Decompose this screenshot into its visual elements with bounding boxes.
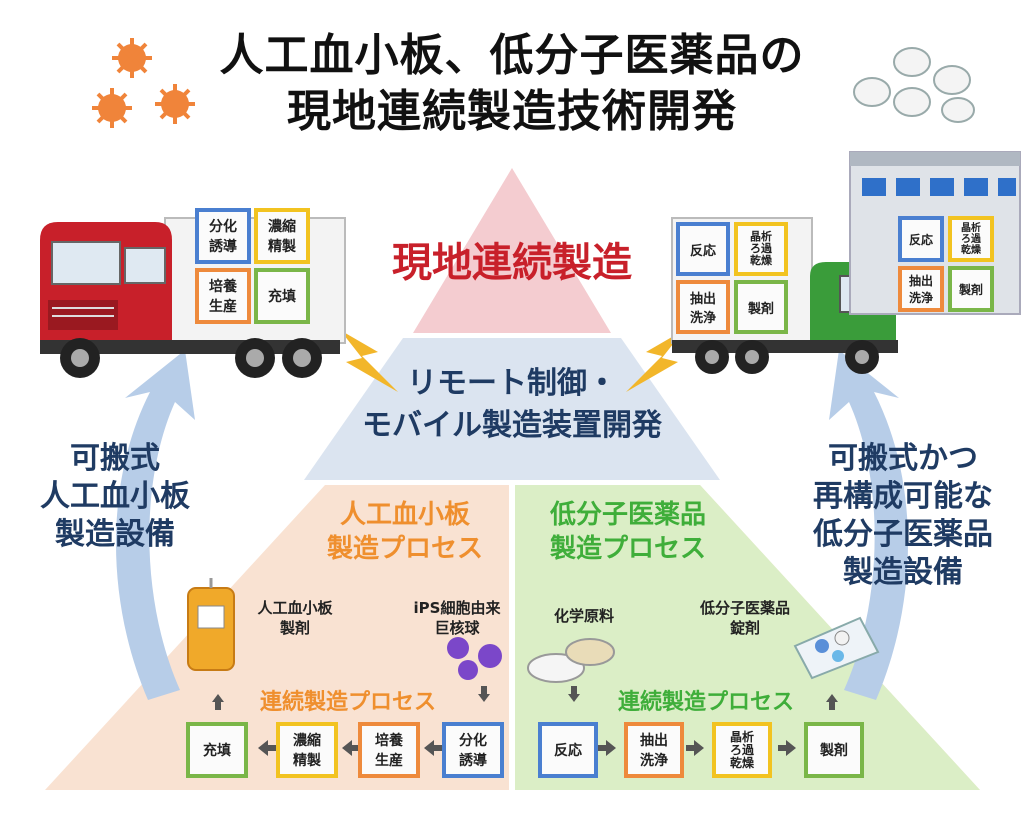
truck-cube-filling: 充填 — [254, 268, 310, 324]
step-cube-crystallization: 晶析ろ過乾燥 — [712, 722, 772, 778]
title-line-2: 現地連続製造技術開発 — [287, 86, 737, 137]
factory-cube-reaction: 反応 — [898, 216, 944, 262]
product-label-tablet: 低分子医薬品 錠剤 — [699, 599, 790, 637]
tablet-dish-icon — [793, 616, 880, 680]
step-cube-culture: 培養生産 — [358, 722, 420, 778]
powder-icon — [527, 638, 615, 683]
truck-cube-extraction: 抽出洗浄 — [676, 280, 730, 334]
factory-cube-extraction: 抽出洗浄 — [898, 266, 944, 312]
left-up-arrow — [115, 350, 195, 700]
truck-cube-formulation: 製剤 — [734, 280, 788, 334]
truck-cube-reaction: 反応 — [676, 222, 730, 276]
truck-cube-culture: 培養生産 — [195, 268, 251, 324]
source-label-ips: iPS細胞由来 巨核球 — [413, 599, 501, 637]
truck-cube-differentiation: 分化誘導 — [195, 208, 251, 264]
step-cube-filling: 充填 — [186, 722, 248, 778]
left-lightning-icon — [340, 330, 398, 392]
step-cube-formulation: 製剤 — [804, 722, 864, 778]
pyramid-middle-line-1: リモート制御・ — [407, 366, 617, 401]
left-continuous-label: 連続製造プロセス — [259, 690, 436, 715]
factory-cube-formulation: 製剤 — [948, 266, 994, 312]
left-process-title: 人工血小板 製造プロセス — [326, 500, 483, 564]
factory-cube-crystallization: 晶析ろ過乾燥 — [948, 216, 994, 262]
source-label-chemical: 化学原料 — [553, 607, 614, 625]
pyramid-top-label: 現地連続製造 — [392, 240, 632, 286]
truck-cube-crystallization: 晶析ろ過乾燥 — [734, 222, 788, 276]
step-cube-concentration: 濃縮精製 — [276, 722, 338, 778]
step-cube-extraction: 抽出洗浄 — [624, 722, 684, 778]
step-cube-differentiation: 分化誘導 — [442, 722, 504, 778]
right-process-title: 低分子医薬品 製造プロセス — [549, 500, 706, 564]
pyramid-middle — [304, 338, 720, 480]
truck-cube-concentration: 濃縮精製 — [254, 208, 310, 264]
pyramid-bottom-right — [512, 485, 980, 790]
right-continuous-label: 連続製造プロセス — [617, 690, 794, 715]
step-cube-reaction: 反応 — [538, 722, 598, 778]
product-label-platelet: 人工血小板 製剤 — [257, 599, 333, 637]
tablet-icon — [853, 47, 975, 123]
pyramid-top — [413, 168, 611, 333]
right-side-label: 可搬式かつ 再構成可能な 低分子医薬品 製造設備 — [813, 441, 993, 590]
right-lightning-icon — [626, 330, 684, 392]
title-line-1: 人工血小板、低分子医薬品の — [219, 30, 805, 81]
megakaryocyte-icon — [447, 637, 502, 680]
right-up-arrow — [829, 350, 909, 700]
left-side-label: 可搬式 人工血小板 製造設備 — [40, 441, 190, 552]
pyramid-middle-line-2: モバイル製造装置開発 — [362, 408, 662, 443]
blood-bag-icon — [187, 578, 235, 671]
